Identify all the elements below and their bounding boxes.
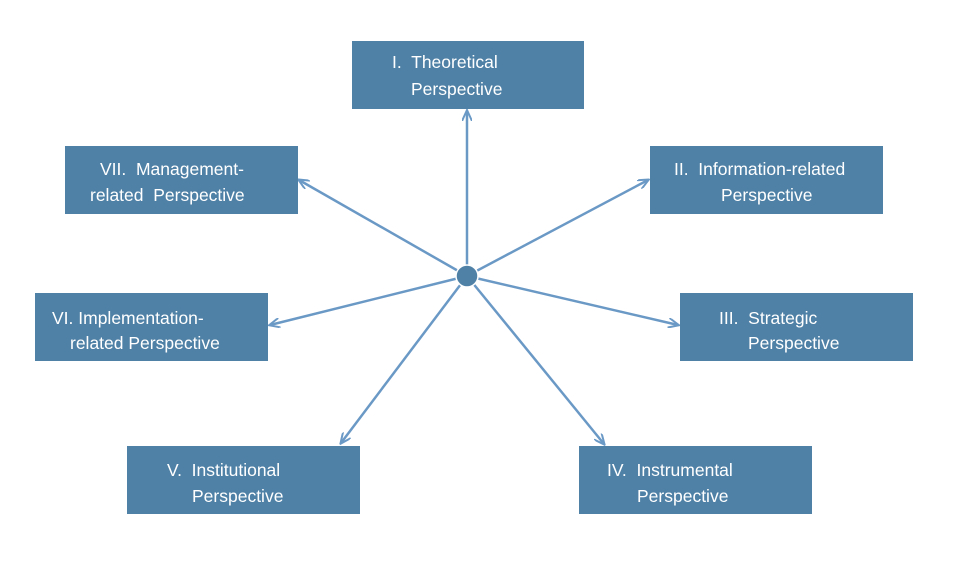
node-implementation: VI. Implementation- related Perspective xyxy=(35,293,268,361)
node-label-line: I. Theoretical xyxy=(392,52,498,72)
node-management: VII. Management- related Perspective xyxy=(65,146,298,214)
arrow-to-instrumental xyxy=(466,275,604,444)
node-label-line: II. Information-related xyxy=(674,159,846,179)
arrow-to-information xyxy=(466,180,648,278)
node-institutional: V. Institutional Perspective xyxy=(127,446,360,514)
node-label-line: Perspective xyxy=(411,79,503,99)
node-label-line: Perspective xyxy=(192,486,284,506)
node-label-line: related Perspective xyxy=(70,333,220,353)
node-label-line: Perspective xyxy=(721,185,813,205)
node-theoretical: I. Theoretical Perspective xyxy=(352,41,584,109)
node-label-line: Perspective xyxy=(748,333,840,353)
node-label-line: V. Institutional xyxy=(167,460,281,480)
node-label-line: VII. Management- xyxy=(100,159,244,179)
node-label-line: III. Strategic xyxy=(719,308,818,328)
arrow-to-strategic xyxy=(466,274,678,325)
node-label-line: related Perspective xyxy=(90,185,245,205)
hub-node xyxy=(455,264,479,288)
node-strategic: III. Strategic Perspective xyxy=(680,293,913,361)
node-information: II. Information-related Perspective xyxy=(650,146,883,214)
node-label-line: IV. Instrumental xyxy=(607,460,733,480)
arrow-to-institutional xyxy=(341,275,468,443)
arrow-to-implementation xyxy=(270,274,468,325)
node-instrumental: IV. Instrumental Perspective xyxy=(579,446,812,514)
node-label-line: VI. Implementation- xyxy=(52,308,204,328)
arrow-to-management xyxy=(299,180,468,278)
node-label-line: Perspective xyxy=(637,486,729,506)
